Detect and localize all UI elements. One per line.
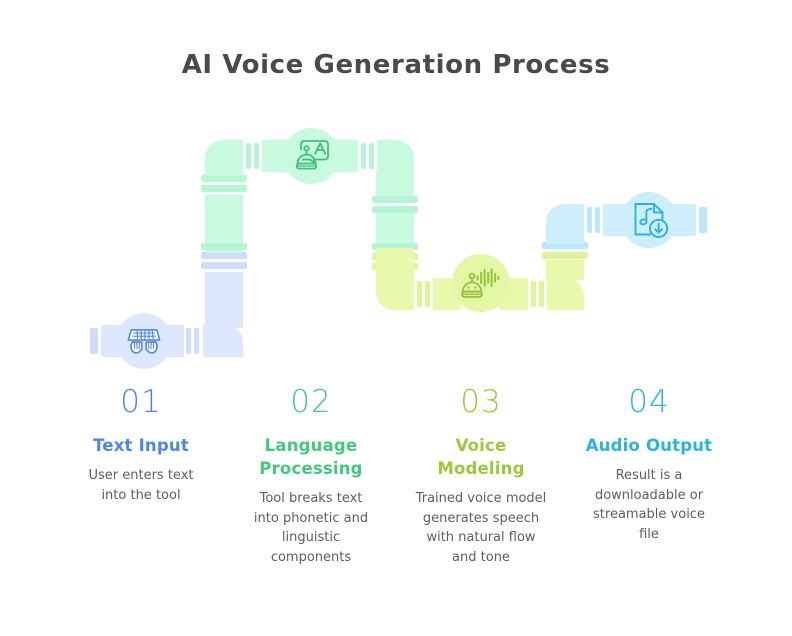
step-column-3: 03 Voice Modeling Trained voice model ge… xyxy=(387,383,575,567)
step-desc-line: into phonetic and xyxy=(253,510,369,526)
step-column-1: 01 Text Input User enters text into the … xyxy=(47,383,235,505)
step-desc-line: with natural flow xyxy=(426,530,536,545)
step-desc-line: generates speech xyxy=(422,510,540,526)
step-title-1: Text Input xyxy=(93,436,189,455)
pipe-segment-4-cyan xyxy=(542,204,707,249)
step-desc-line: linguistic xyxy=(281,530,341,545)
step-column-2: 02 Language Processing Tool breaks text … xyxy=(217,383,405,567)
step-description-1: User enters text into the tool xyxy=(47,466,235,505)
step-desc-line: streamable voice xyxy=(593,507,705,522)
step-desc-line: Trained voice model xyxy=(415,491,547,506)
step-desc-line: downloadable or xyxy=(594,487,704,503)
step-desc-line: Tool breaks text xyxy=(259,491,363,506)
step-description-3: Trained voice model generates speech wit… xyxy=(387,489,575,567)
step-desc-line: file xyxy=(639,526,659,542)
step-description-4: Result is a downloadable or streamable v… xyxy=(555,466,743,544)
step-2-icon-badge xyxy=(283,128,339,184)
keyboard-hands-icon xyxy=(127,329,161,354)
step-number-2: 02 xyxy=(290,384,332,420)
step-title-line: Processing xyxy=(259,459,363,478)
step-description-2: Tool breaks text into phonetic and lingu… xyxy=(217,489,405,567)
step-1-icon-badge xyxy=(116,313,172,369)
step-desc-line: Result is a xyxy=(615,468,683,483)
step-title-3: Voice Modeling xyxy=(387,434,575,480)
page-title: AI Voice Generation Process xyxy=(181,50,611,80)
step-desc-line: and tone xyxy=(452,549,510,565)
step-title-line: Modeling xyxy=(437,459,525,478)
step-4-icon-badge xyxy=(621,192,677,248)
step-number-1: 01 xyxy=(120,384,162,420)
step-title-2: Language Processing xyxy=(217,434,405,480)
pipe-segment-3-lime xyxy=(372,248,588,310)
pipeline-diagram xyxy=(90,128,707,369)
step-title-line: Voice xyxy=(455,436,507,455)
step-number-4: 04 xyxy=(628,384,670,420)
step-desc-line: into the tool xyxy=(101,487,181,503)
step-number-3: 03 xyxy=(460,384,502,420)
robot-translate-icon xyxy=(295,140,329,170)
step-title-4: Audio Output xyxy=(585,436,713,455)
step-title-line: Language xyxy=(264,436,358,455)
step-desc-line: components xyxy=(270,549,352,565)
pipe-segment-2-green xyxy=(201,140,418,253)
robot-soundwave-icon xyxy=(461,268,500,298)
step-column-4: 04 Audio Output Result is a downloadable… xyxy=(555,383,743,544)
step-desc-line: User enters text xyxy=(88,468,194,483)
audio-file-download-icon xyxy=(634,203,669,238)
step-3-icon-badge xyxy=(452,254,510,312)
